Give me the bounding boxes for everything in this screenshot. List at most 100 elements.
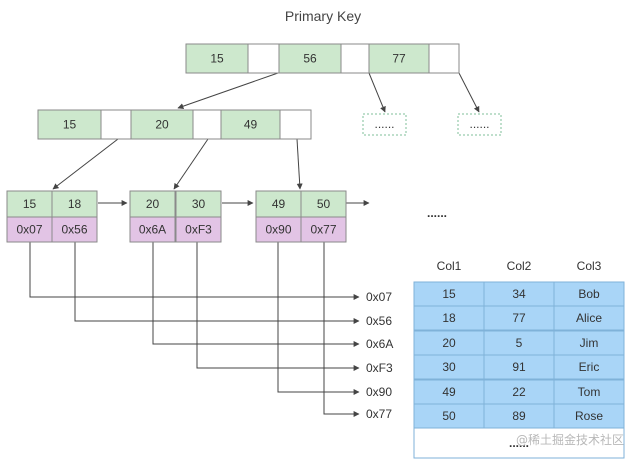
leaf-key-cell: 50 <box>300 190 347 218</box>
table-cell-label: Bob <box>578 287 600 301</box>
table-ellipsis: ...... <box>509 436 529 450</box>
table-cell: Alice <box>553 305 625 331</box>
leaf-key-cell-label: 49 <box>272 197 286 211</box>
placeholder-nodes: ............ <box>362 113 502 136</box>
internal-key-cell: 20 <box>130 109 194 140</box>
leaf-pointer-cell: 0x90 <box>255 216 302 243</box>
table-row: 18 77 Alice <box>413 305 625 331</box>
table-cell-label: Alice <box>576 311 602 325</box>
table-cell-label: 20 <box>442 336 456 350</box>
root-to-placeholder-arrow <box>458 72 480 113</box>
row-address-label: 0xF3 <box>366 361 393 375</box>
table-row: 30 91 Eric <box>413 354 625 380</box>
table-cell-label: 50 <box>442 409 456 423</box>
internal-pointer-cell <box>192 109 222 140</box>
tree-connectors <box>29 72 480 417</box>
table-cell: 15 <box>413 281 485 307</box>
internal-to-leaf-arrow <box>173 138 209 190</box>
leaf-key-cell: 20 <box>129 190 176 218</box>
table-row: 50 89 Rose <box>413 403 625 429</box>
placeholder-label: ...... <box>469 117 489 131</box>
table-cell: 50 <box>413 403 485 429</box>
table-cell: 22 <box>483 379 555 405</box>
placeholder-node: ...... <box>362 113 407 136</box>
row-address-label: 0x77 <box>366 407 392 421</box>
table-cell: Rose <box>553 403 625 429</box>
table-cell: 91 <box>483 354 555 380</box>
leaf-pointer-cell-label: 0x90 <box>265 223 291 237</box>
table-cell-label: Eric <box>579 360 600 374</box>
table-cell: 89 <box>483 403 555 429</box>
row-address-label: 0x6A <box>366 337 393 351</box>
leaf-key-cell-label: 18 <box>68 197 82 211</box>
table-ellipsis-row: ...... <box>413 427 625 459</box>
table-row: 20 5 Jim <box>413 330 625 356</box>
internal-pointer-cell <box>100 109 132 140</box>
table-cell: 20 <box>413 330 485 356</box>
table-cell: Jim <box>553 330 625 356</box>
leaf-key-cell: 15 <box>6 190 53 218</box>
root-key-cell: 56 <box>278 43 342 74</box>
leaf-pointer-cell-label: 0x56 <box>61 223 87 237</box>
leaf-node: 49 0x90 50 0x77 <box>255 190 347 243</box>
table-cell: Eric <box>553 354 625 380</box>
leaf-key-cell: 18 <box>51 190 98 218</box>
root-key-cell-label: 15 <box>210 52 224 66</box>
placeholder-label: ...... <box>374 117 394 131</box>
table-cell: 30 <box>413 354 485 380</box>
table-cell-label: 18 <box>442 311 456 325</box>
root-pointer-cell <box>340 43 370 74</box>
table-cell-label: 89 <box>512 409 526 423</box>
leaf-pointer-cell: 0x6A <box>129 216 176 243</box>
placeholder-node: ...... <box>457 113 502 136</box>
pointer-arrow <box>29 242 360 300</box>
table-header-cell: Col1 <box>437 259 462 273</box>
pointer-arrow <box>152 242 360 347</box>
pointer-arrow <box>323 242 360 417</box>
table-cell-label: Jim <box>580 336 599 350</box>
root-key-cell: 15 <box>185 43 249 74</box>
table-cell: 49 <box>413 379 485 405</box>
pointer-arrow <box>277 242 360 395</box>
table-cell: Tom <box>553 379 625 405</box>
watermark: @稀土掘金技术社区 <box>516 432 624 447</box>
leaf-key-cell-label: 50 <box>317 197 331 211</box>
table-cell-label: 77 <box>512 311 526 325</box>
table-cell: 5 <box>483 330 555 356</box>
internal-key-cell-label: 20 <box>155 118 169 132</box>
table-cell-label: 22 <box>512 385 526 399</box>
table-cell: 77 <box>483 305 555 331</box>
leaf-pointer-cell-label: 0x77 <box>310 223 336 237</box>
table-cell: Bob <box>553 281 625 307</box>
internal-pointer-cell <box>279 109 312 140</box>
table-cell-label: 5 <box>516 336 523 350</box>
row-address-label: 0x07 <box>366 290 392 304</box>
leaf-ellipsis: ...... <box>427 206 447 220</box>
table-header-cell: Col2 <box>507 259 532 273</box>
diagram-title: Primary Key <box>285 8 361 24</box>
internal-to-leaf-arrow <box>296 138 303 190</box>
root-pointer-cell <box>247 43 280 74</box>
root-key-cell: 77 <box>368 43 430 74</box>
table-cell: 34 <box>483 281 555 307</box>
table-cell-label: Tom <box>578 385 601 399</box>
table-cell-label: 49 <box>442 385 456 399</box>
table-row: 49 22 Tom <box>413 379 625 405</box>
root-key-cell-label: 56 <box>303 52 317 66</box>
root-to-internal-arrow <box>177 72 279 110</box>
leaf-pointer-cell-label: 0xF3 <box>185 223 212 237</box>
root-to-placeholder-arrow <box>368 72 386 113</box>
table-row: 15 34 Bob <box>413 281 625 307</box>
table-cell-label: 30 <box>442 360 456 374</box>
leaf-pointer-cell: 0xF3 <box>175 216 222 243</box>
leaf-pointer-cell: 0x77 <box>300 216 347 243</box>
table-cell-label: 34 <box>512 287 526 301</box>
table-cell-label: 15 <box>442 287 456 301</box>
